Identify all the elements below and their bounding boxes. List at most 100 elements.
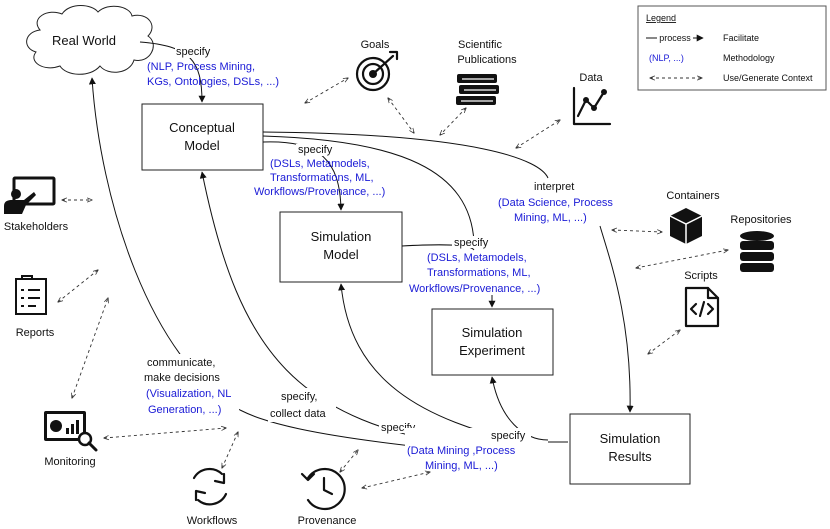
cloud-shape <box>26 5 154 75</box>
specify-results-methods-2: Mining, ML, ...) <box>425 460 498 472</box>
workflows-label: Workflows <box>187 515 238 527</box>
simulation-model-box <box>279 211 403 283</box>
context-goals: Goals <box>355 39 399 92</box>
ctx-repositories <box>636 250 728 268</box>
label-interpret: interpret (Data Science, Process Mining,… <box>498 180 613 224</box>
specify-sm-action: specify <box>454 237 489 249</box>
context-monitoring: Monitoring <box>44 411 98 468</box>
legend-process-desc: Facilitate <box>723 33 759 43</box>
communicate-methods-1: (Visualization, NL <box>146 388 231 400</box>
repositories-label: Repositories <box>730 214 792 226</box>
real-world-label: Real World <box>52 33 116 48</box>
label-communicate: communicate, make decisions (Visualizati… <box>143 354 239 418</box>
specify-rw-methods-1: (NLP, Process Mining, <box>147 61 255 73</box>
label-gap <box>268 388 336 422</box>
simulation-results-line-1: Simulation <box>600 431 661 446</box>
specify-cm-methods-1: (DSLs, Metamodels, <box>270 158 370 170</box>
context-containers: Containers <box>666 190 720 244</box>
communicate-action-1: communicate, <box>147 357 215 369</box>
label-specify-conceptual: specify (DSLs, Metamodels, Transformatio… <box>254 144 385 198</box>
context-stakeholders: Stakeholders <box>4 176 69 233</box>
conceptual-model-line-2: Model <box>184 138 220 153</box>
legend-context-desc: Use/Generate Context <box>723 73 813 83</box>
arrow-results-to-experiment <box>489 376 549 441</box>
specify-sm-methods-3: Workflows/Provenance, ...) <box>409 283 540 295</box>
specify-rw-methods-2: KGs, Ontologies, DSLs, ...) <box>147 76 279 88</box>
context-publications: Scientific Publications <box>456 39 517 105</box>
ctx-reports <box>58 270 98 302</box>
ctx-scripts <box>648 330 680 354</box>
code-file-icon <box>684 286 720 328</box>
context-scripts: Scripts <box>684 270 720 328</box>
scripts-label: Scripts <box>684 270 718 282</box>
legend-methodology-sample: (NLP, ...) <box>649 53 684 63</box>
simulation-results-box <box>569 413 691 485</box>
interpret-methods-2: Mining, ML, ...) <box>514 212 587 224</box>
ctx-monitoring <box>104 428 226 438</box>
legend: Legend process Facilitate (NLP, ...) Met… <box>637 5 827 91</box>
reports-label: Reports <box>16 327 55 339</box>
context-workflows: Workflows <box>187 467 238 527</box>
legend-process-sample: process <box>659 33 691 43</box>
database-icon <box>740 231 774 272</box>
simulation-model-line-2: Model <box>323 247 359 262</box>
ctx-data-center <box>516 120 560 148</box>
simulation-experiment-line-1: Simulation <box>462 325 523 340</box>
label-gap <box>296 144 336 156</box>
arrow-conceptual-to-interpret <box>262 131 549 179</box>
ctx-publications-center <box>440 108 466 135</box>
label-gap <box>452 236 494 248</box>
label-specify-results: specify (Data Mining ,Process Mining, ML… <box>405 428 531 472</box>
dashboard-search-icon <box>44 411 98 452</box>
specify-collect-action-1: specify, <box>281 391 317 403</box>
label-gap <box>405 428 531 472</box>
label-gap <box>532 180 588 192</box>
interpret-action: interpret <box>534 181 574 193</box>
communicate-action-2: make decisions <box>144 372 220 384</box>
context-provenance: Provenance <box>298 467 357 527</box>
legend-title: Legend <box>646 13 676 23</box>
specify-sm-methods-1: (DSLs, Metamodels, <box>427 252 527 264</box>
node-simulation-results: Simulation Results <box>569 413 691 485</box>
conceptual-model-line-1: Conceptual <box>169 120 235 135</box>
monitoring-label: Monitoring <box>44 456 95 468</box>
context-repositories: Repositories <box>730 214 792 272</box>
legend-methodology-desc: Methodology <box>723 53 775 63</box>
stakeholders-label: Stakeholders <box>4 221 69 233</box>
arrow-conceptual-to-experiment-a <box>262 135 475 243</box>
node-conceptual-model: Conceptual Model <box>141 103 264 171</box>
books-icon <box>456 74 499 105</box>
arrow-simulation-model-to-experiment <box>401 244 475 251</box>
target-icon <box>355 50 399 92</box>
ctx-provenance-up <box>340 450 358 472</box>
publications-label-2: Publications <box>457 54 517 66</box>
specify-cm-methods-3: Workflows/Provenance, ...) <box>254 186 385 198</box>
line-chart-icon <box>572 86 612 126</box>
ctx-workflows <box>222 432 238 468</box>
communicate-methods-2: Generation, ...) <box>148 404 221 416</box>
publications-label-1: Scientific <box>458 39 503 51</box>
specify-rw-action: specify <box>176 46 211 58</box>
ctx-monitoring-reports <box>72 298 108 398</box>
cube-icon <box>669 208 703 244</box>
specify-results-methods-1: (Data Mining ,Process <box>407 445 516 457</box>
report-icon <box>15 275 47 315</box>
node-simulation-model: Simulation Model <box>279 211 403 283</box>
legend-process-gap <box>657 32 693 43</box>
context-reports: Reports <box>15 275 55 339</box>
ctx-goals-conceptual <box>305 78 348 103</box>
context-data: Data <box>572 72 612 126</box>
specify-cm-action: specify <box>298 144 333 156</box>
provenance-label: Provenance <box>298 515 357 527</box>
context-arrows <box>58 78 728 488</box>
goals-label: Goals <box>361 39 390 51</box>
ctx-goals-center <box>388 98 414 133</box>
cycle-arrows-icon <box>192 467 228 506</box>
label-specify-collect: specify, collect data <box>268 388 336 422</box>
label-specify-real-world: specify (NLP, Process Mining, KGs, Ontol… <box>147 45 279 88</box>
simulation-experiment-line-2: Experiment <box>459 343 525 358</box>
ctx-containers <box>612 230 662 232</box>
arrow-interpret-to-results <box>599 225 634 413</box>
specify-cm-methods-2: Transformations, ML, <box>270 172 374 184</box>
simulation-model-line-1: Simulation <box>311 229 372 244</box>
